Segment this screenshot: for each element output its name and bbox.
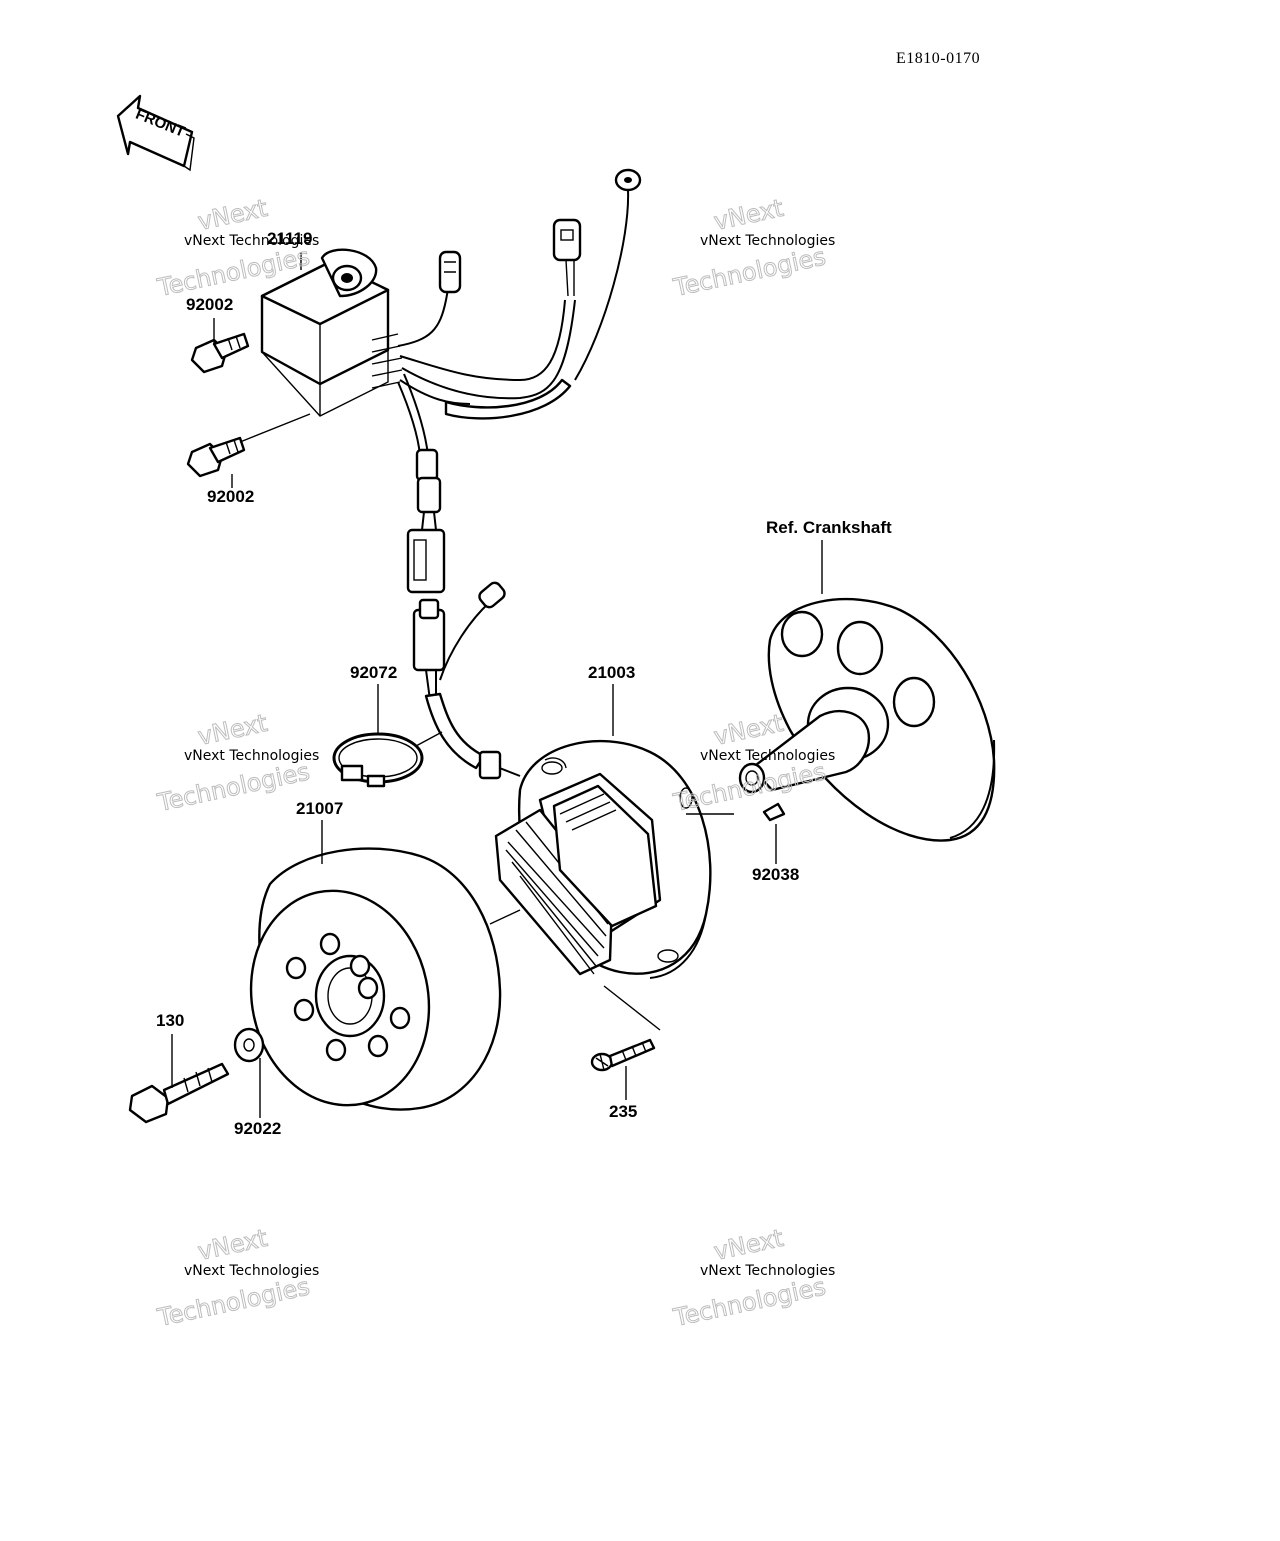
svg-text:vNext: vNext (195, 194, 269, 236)
flywheel-bolt (128, 1062, 230, 1124)
watermark-bottom-left: vNext Technologies vNext Technologies (154, 1223, 319, 1332)
screw (590, 1038, 656, 1072)
label-cdi-unit: 21119 (267, 229, 312, 248)
label-washer: 92022 (234, 1119, 281, 1138)
svg-text:vNext Technologies: vNext Technologies (700, 1263, 835, 1279)
watermark-top-right: vNext Technologies vNext Technologies (670, 193, 835, 302)
label-bolt-lower: 92002 (207, 487, 254, 506)
label-crankshaft: Ref. Crankshaft (766, 518, 892, 537)
band-clamp (332, 732, 424, 788)
svg-text:vNext: vNext (195, 1224, 269, 1266)
svg-text:vNext: vNext (195, 709, 269, 751)
svg-text:vNext: vNext (711, 709, 785, 751)
svg-text:vNext Technologies: vNext Technologies (700, 233, 835, 249)
watermark-mid-left: vNext Technologies vNext Technologies (154, 708, 319, 817)
diagram-code: E1810-0170 (896, 50, 980, 67)
svg-text:Technologies: Technologies (670, 242, 828, 302)
svg-text:Technologies: Technologies (154, 1272, 312, 1332)
label-stator: 21003 (588, 663, 635, 682)
leader-lines (171, 252, 823, 1118)
svg-text:Technologies: Technologies (670, 1272, 828, 1332)
svg-text:vNext Technologies: vNext Technologies (184, 748, 319, 764)
svg-text:vNext Technologies: vNext Technologies (184, 233, 319, 249)
cdi-harness (397, 168, 642, 594)
crankshaft (738, 597, 996, 842)
label-bolt-upper: 92002 (186, 295, 233, 314)
front-arrow-icon: FRONT (116, 94, 195, 172)
watermark-bottom-right: vNext Technologies vNext Technologies (670, 1223, 835, 1332)
label-screw: 235 (609, 1102, 637, 1121)
label-band: 92072 (350, 663, 397, 682)
label-flywheel-bolt: 130 (156, 1011, 184, 1030)
svg-text:vNext: vNext (711, 194, 785, 236)
washer (233, 1027, 265, 1063)
stator-harness (412, 581, 521, 780)
svg-text:vNext: vNext (711, 1224, 785, 1266)
label-key: 92038 (752, 865, 799, 884)
svg-text:Technologies: Technologies (154, 757, 312, 817)
stator (494, 739, 712, 979)
svg-text:vNext Technologies: vNext Technologies (700, 748, 835, 764)
cdi-unit (260, 248, 403, 417)
bolt-upper (190, 332, 250, 374)
svg-text:vNext Technologies: vNext Technologies (184, 1263, 319, 1279)
label-flywheel: 21007 (296, 799, 343, 818)
flywheel (249, 847, 502, 1111)
bolt-lower (186, 436, 246, 478)
